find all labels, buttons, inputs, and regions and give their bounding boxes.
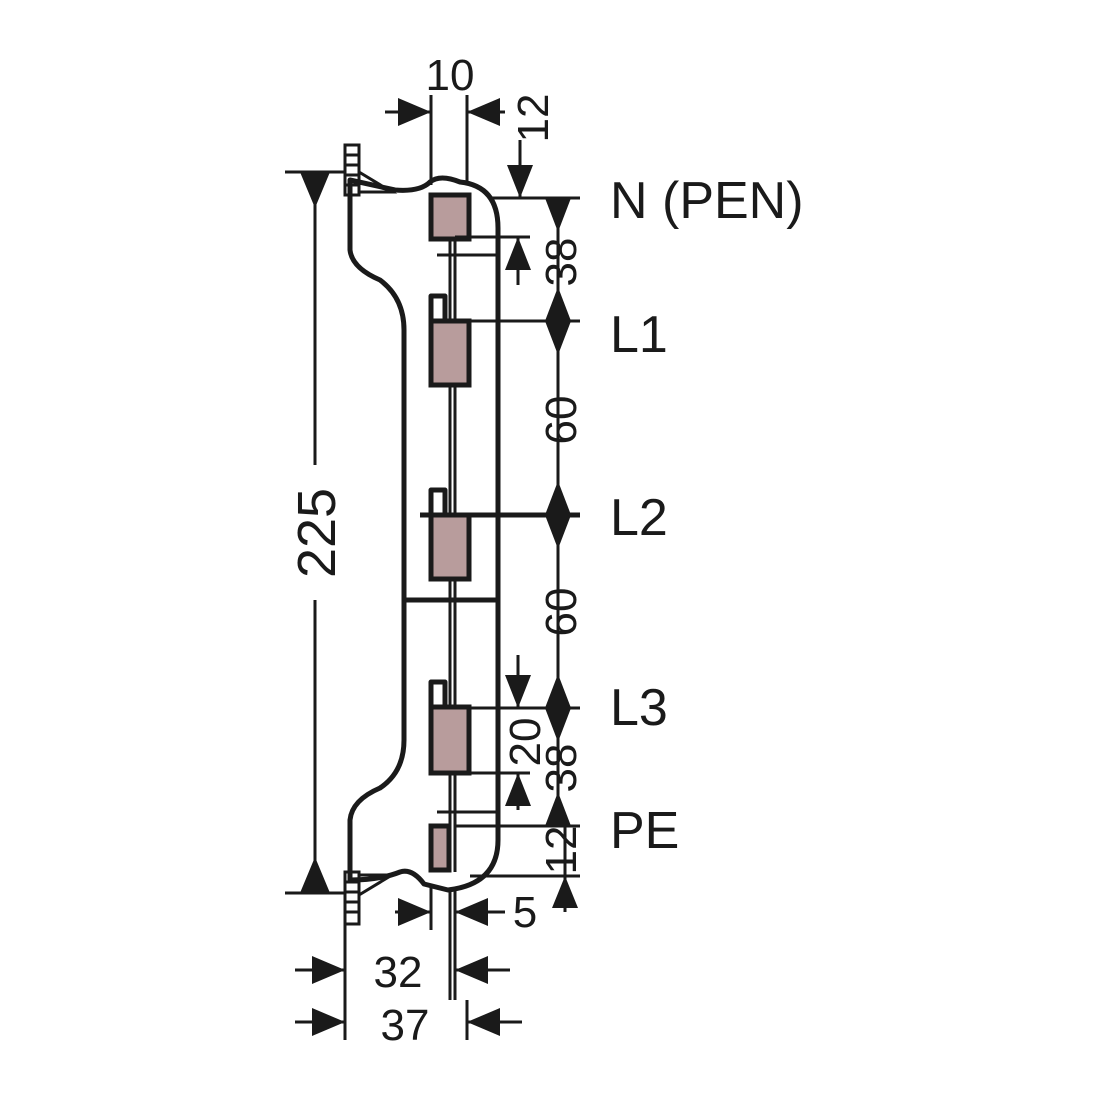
busbar-pe — [428, 823, 452, 873]
dim-inner-right — [505, 140, 533, 810]
dim-label-l3-bar-height: 20 — [501, 718, 550, 767]
terminal-label-l2: L2 — [610, 489, 668, 547]
terminal-label-n-pen: N (PEN) — [610, 172, 804, 230]
terminal-label-pe: PE — [610, 802, 679, 860]
dim-label-top-width: 10 — [426, 51, 475, 100]
dim-label-l2-to-l3: 60 — [537, 588, 586, 637]
dim-label-pe-offset: 12 — [537, 826, 586, 875]
dim-chain-right — [545, 198, 578, 912]
dim-top-width — [385, 98, 505, 126]
terminal-label-l3: L3 — [610, 679, 668, 737]
dim-label-overall-height: 225 — [287, 488, 347, 578]
busbar-n-pen — [428, 192, 472, 242]
busbar-l3-tab — [428, 679, 448, 711]
busbar-housing-outline — [347, 175, 501, 893]
busbar-l1 — [428, 318, 472, 388]
busbar-l2 — [428, 512, 472, 582]
busbar-l1-tab — [428, 293, 448, 325]
terminal-label-l1: L1 — [610, 306, 668, 364]
dim-label-top-offset: 12 — [509, 94, 558, 143]
dim-label-inner-width: 32 — [374, 948, 423, 997]
dim-label-outer-width: 37 — [381, 1001, 430, 1050]
dim-label-l3-to-pe: 38 — [537, 744, 586, 793]
busbar-l2-tab — [428, 487, 448, 519]
dim-label-l1-to-l2: 60 — [537, 396, 586, 445]
dim-label-n-to-l1: 38 — [537, 238, 586, 287]
dim-bottom-gap — [395, 898, 505, 926]
dim-bottom-widths — [295, 956, 522, 1036]
dim-label-bottom-gap: 5 — [513, 888, 537, 937]
busbar-l3 — [428, 704, 472, 776]
dim-overall-height — [300, 172, 330, 893]
